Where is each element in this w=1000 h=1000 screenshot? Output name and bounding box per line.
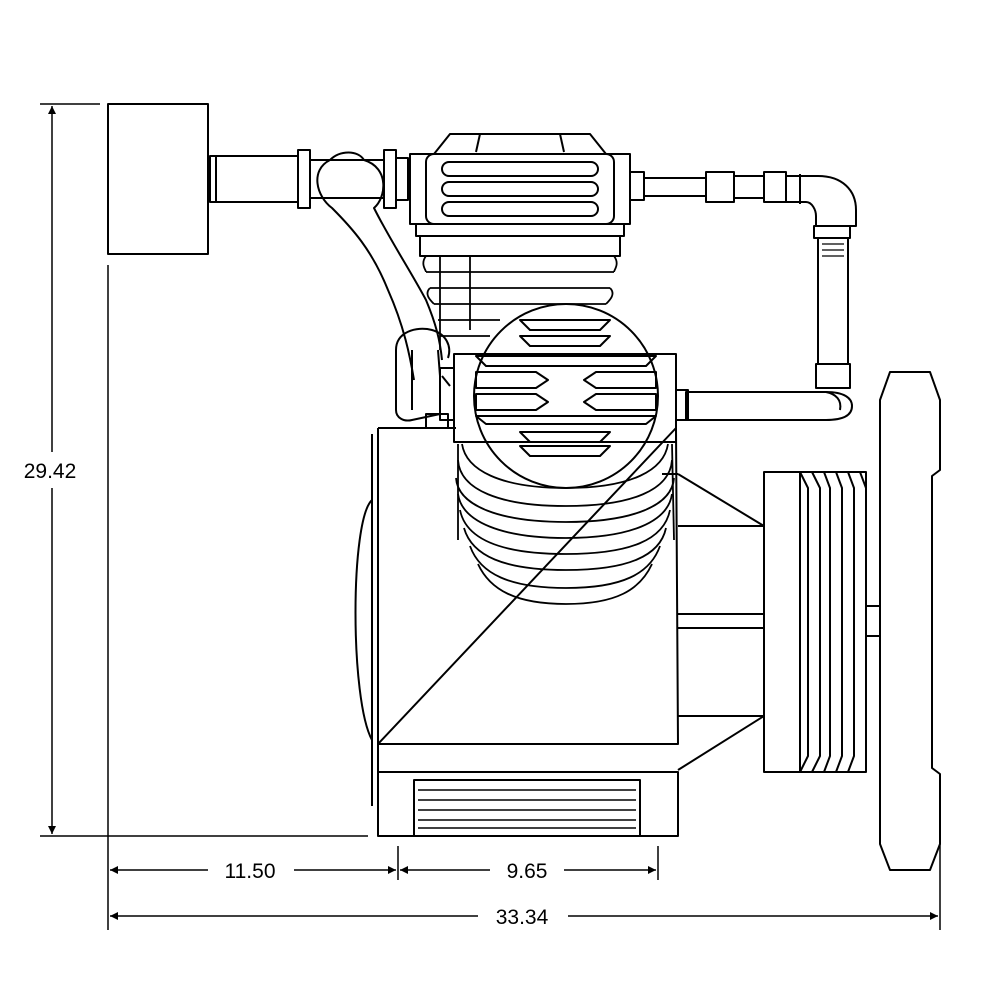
flywheel <box>879 371 941 871</box>
head-fitting <box>425 413 449 429</box>
belt-pulley <box>763 471 880 773</box>
overall-width-dimension-label: 33.34 <box>496 906 549 929</box>
dimension-lines: 29.42 11.50 9.65 33.34 <box>14 103 941 932</box>
front-cylinder-head <box>439 303 689 489</box>
lower-cylinder-fins <box>455 443 675 605</box>
air-filter <box>107 103 409 255</box>
discharge-pipe <box>629 171 857 421</box>
height-dimension-label: 29.42 <box>24 460 77 483</box>
upper-cylinder-fins <box>422 255 618 350</box>
left-offset-dimension-label: 11.50 <box>225 860 276 883</box>
cylinder-head <box>409 133 631 257</box>
crankcase <box>354 427 765 837</box>
base-width-dimension-label: 9.65 <box>507 860 548 883</box>
transfer-tube <box>316 151 451 422</box>
